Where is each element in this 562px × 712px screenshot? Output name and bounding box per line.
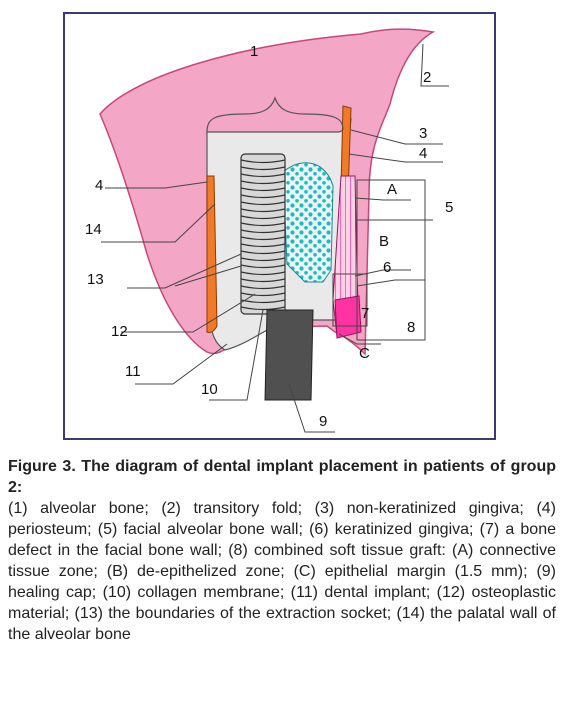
epithelial-margin xyxy=(334,295,362,339)
label-4-facial: 4 xyxy=(419,145,427,162)
graft-box xyxy=(356,179,426,341)
label-6: 6 xyxy=(383,259,391,276)
implant-thread xyxy=(240,180,286,185)
label-2: 2 xyxy=(423,69,431,86)
label-A: A xyxy=(387,181,397,198)
periosteum-palatal xyxy=(206,175,218,333)
implant-thread xyxy=(240,215,286,220)
implant-thread xyxy=(240,229,286,234)
implant-thread xyxy=(240,201,286,206)
implant-thread xyxy=(240,243,286,248)
dental-implant xyxy=(240,153,286,315)
implant-thread xyxy=(240,278,286,283)
label-5: 5 xyxy=(445,199,453,216)
osteoplastic-material xyxy=(282,162,334,283)
implant-diagram: 1 2 3 4 4 5 6 7 8 9 10 11 12 13 14 A B C xyxy=(85,28,453,433)
label-12: 12 xyxy=(111,323,128,340)
label-10: 10 xyxy=(201,381,218,398)
implant-thread xyxy=(240,250,286,255)
brace-1 xyxy=(206,96,344,133)
implant-thread xyxy=(240,187,286,192)
implant-thread xyxy=(240,194,286,199)
implant-thread xyxy=(240,166,286,171)
label-7: 7 xyxy=(361,305,369,322)
implant-thread xyxy=(240,292,286,297)
implant-thread xyxy=(240,173,286,178)
implant-thread xyxy=(240,159,286,164)
label-4-palatal: 4 xyxy=(95,177,103,194)
figure-frame: 1 2 3 4 4 5 6 7 8 9 10 11 12 13 14 A B C xyxy=(63,12,496,440)
label-9: 9 xyxy=(319,413,327,430)
caption-body: (1) alveolar bone; (2) transitory fold; … xyxy=(8,500,556,643)
leader-lines xyxy=(101,43,449,433)
label-11: 11 xyxy=(125,363,141,380)
healing-cap xyxy=(264,309,314,401)
label-3: 3 xyxy=(419,125,427,142)
label-B: B xyxy=(379,233,389,250)
label-1: 1 xyxy=(250,43,258,60)
label-C: C xyxy=(359,345,370,362)
implant-thread xyxy=(240,208,286,213)
implant-thread xyxy=(240,285,286,290)
figure-caption: Figure 3. The diagram of dental implant … xyxy=(8,456,556,645)
implant-thread xyxy=(240,306,286,311)
implant-thread xyxy=(240,264,286,269)
caption-title: Figure 3. The diagram of dental implant … xyxy=(8,458,556,496)
defect-box xyxy=(332,273,368,327)
label-14: 14 xyxy=(85,221,102,238)
implant-thread xyxy=(240,257,286,262)
label-8: 8 xyxy=(407,319,415,336)
implant-thread xyxy=(240,222,286,227)
implant-thread xyxy=(240,236,286,241)
implant-thread xyxy=(240,271,286,276)
label-13: 13 xyxy=(87,271,104,288)
